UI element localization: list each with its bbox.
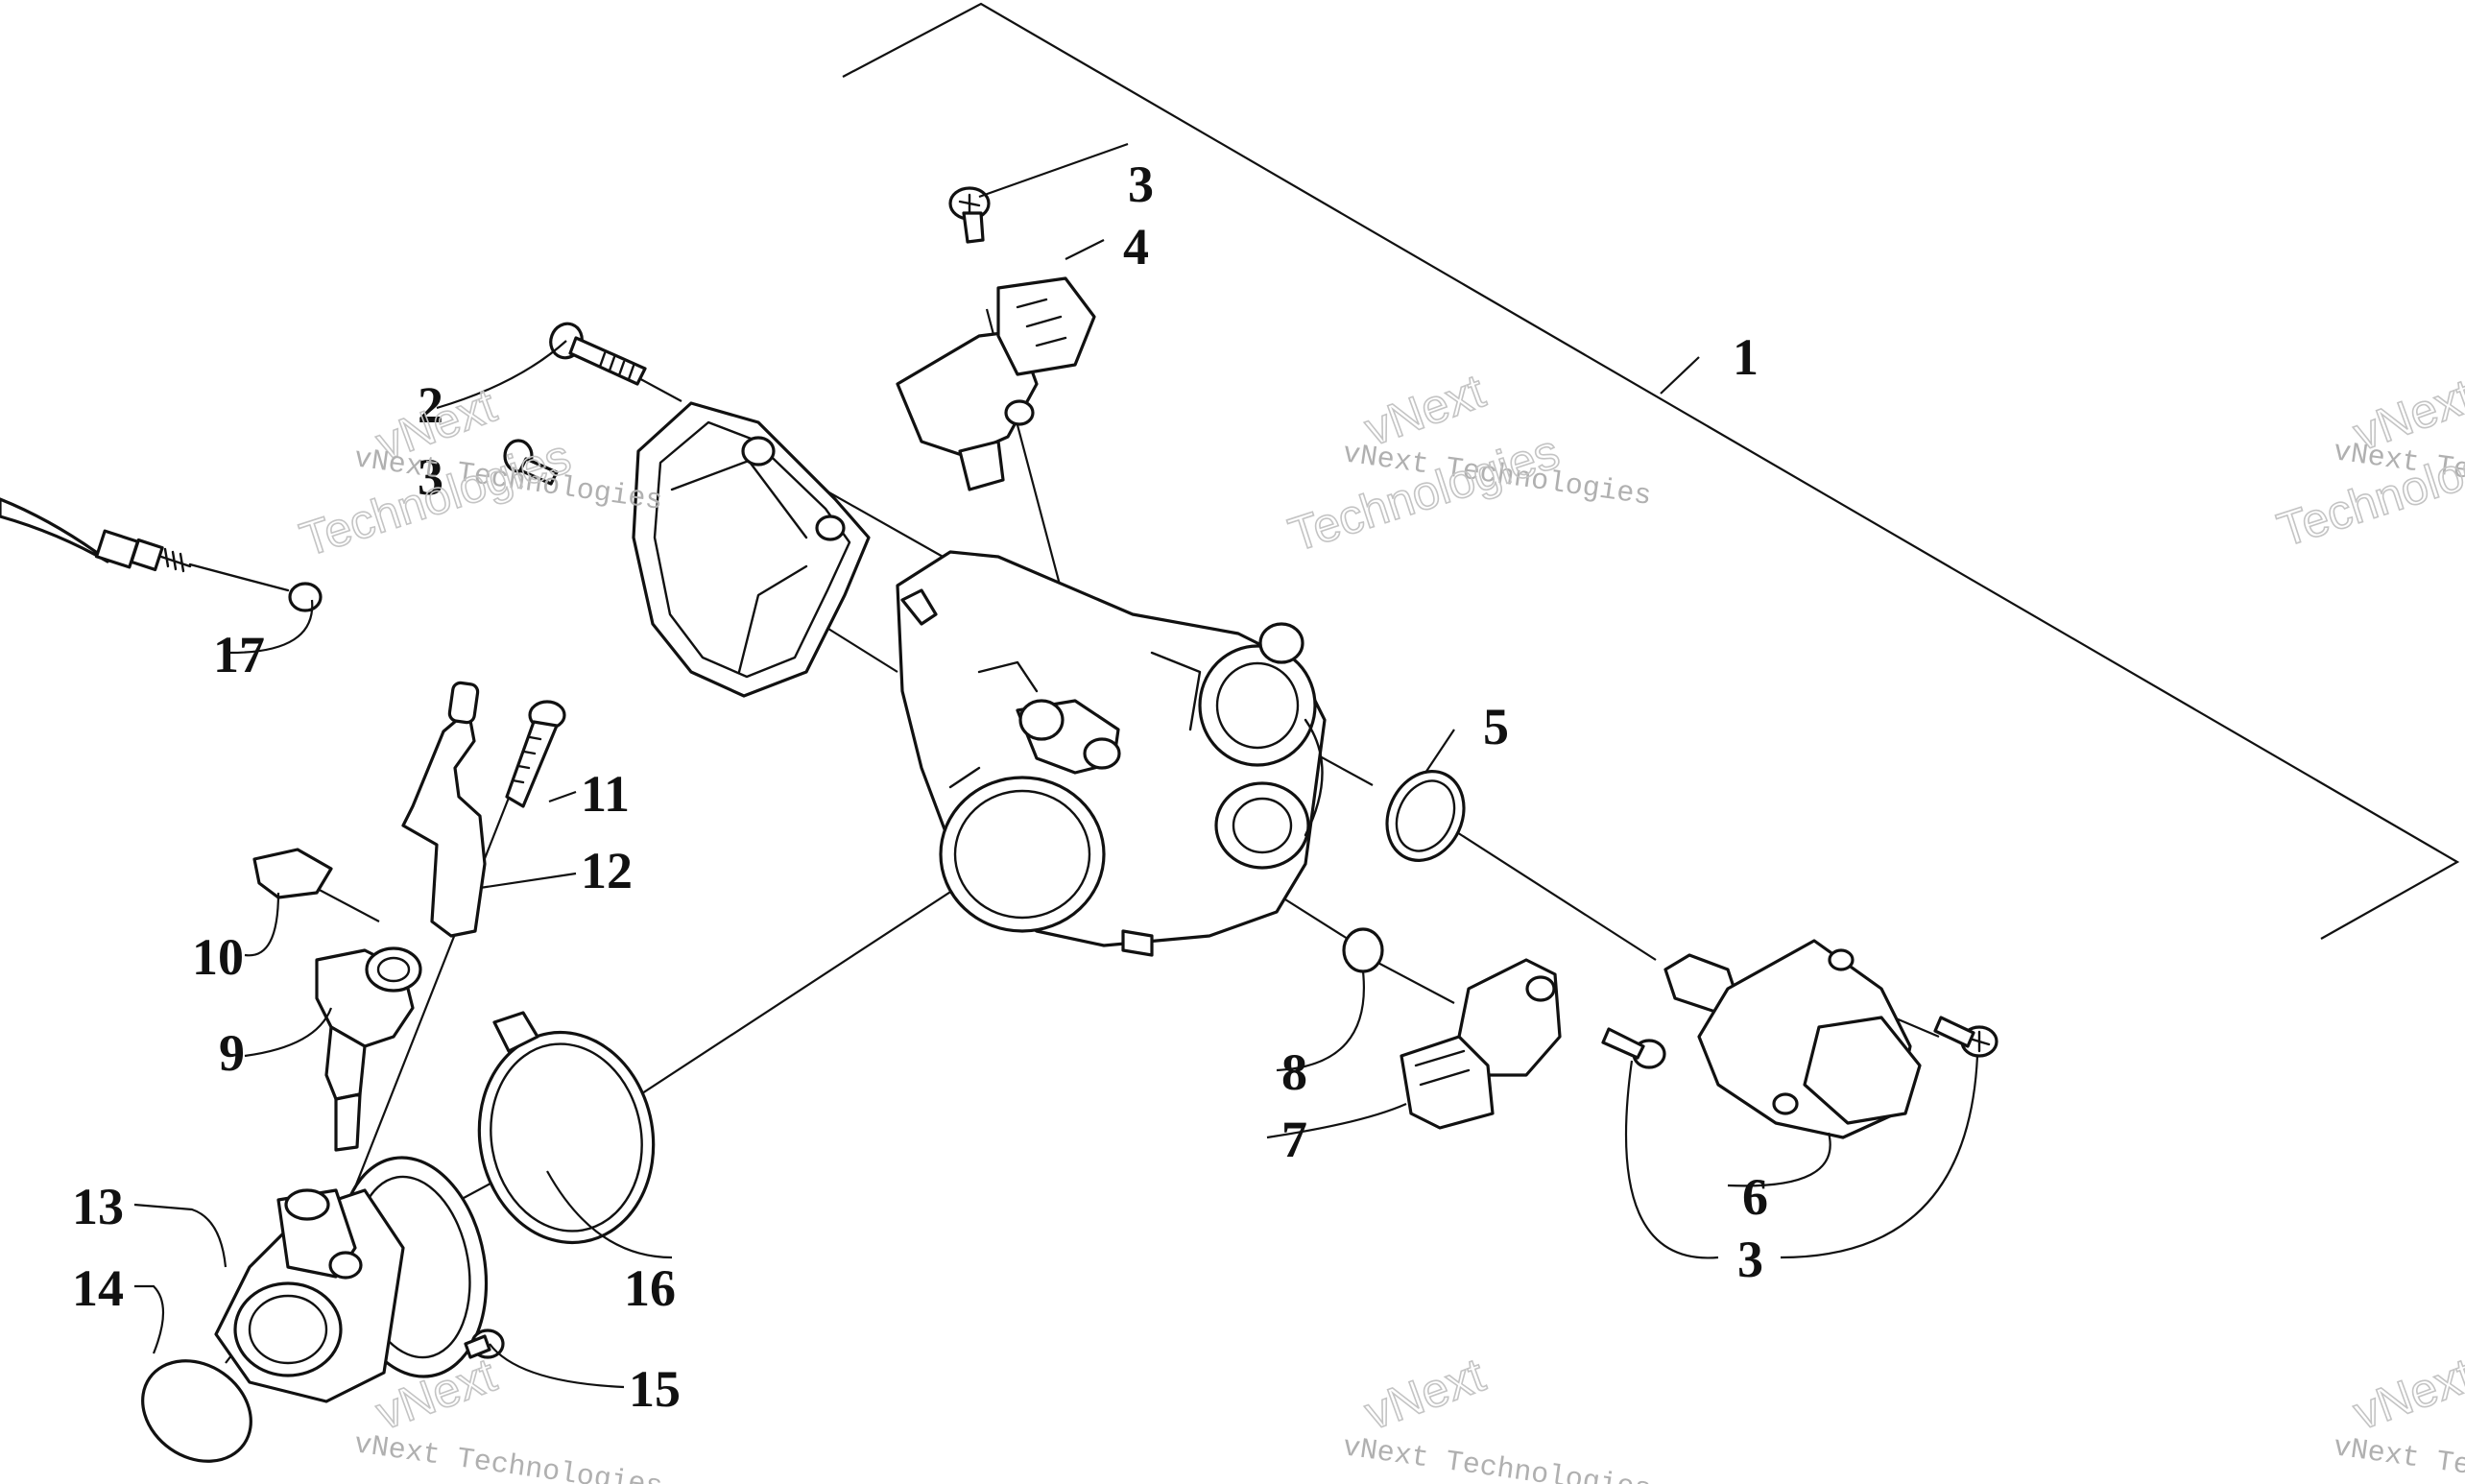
- callout-14: 14: [72, 1259, 124, 1317]
- watermarks: vNext vNext Technologies Technologies vN…: [293, 363, 2465, 1484]
- callout-4: 4: [1123, 218, 1149, 275]
- callout-10: 10: [192, 928, 244, 986]
- watermark-text: vNext Technologies: [2332, 1431, 2465, 1484]
- screw-3-right-a: [1601, 1027, 1666, 1069]
- screw-11: [505, 700, 566, 808]
- o-ring-5: [1385, 770, 1466, 862]
- callout-3-bottom: 3: [1737, 1231, 1763, 1288]
- callout-12: 12: [581, 842, 633, 899]
- hose-clamp-16: [477, 1011, 656, 1245]
- assembly-bracket: [842, 2, 2460, 940]
- leader-lines: [133, 142, 1979, 1389]
- callout-3-left: 3: [418, 448, 443, 506]
- sensor-7: [1400, 958, 1562, 1130]
- screw-3-left: [503, 439, 559, 486]
- callout-15: 15: [629, 1360, 681, 1418]
- o-ring-8: [1342, 927, 1384, 973]
- o-ring-14: [141, 1359, 252, 1463]
- watermark-text: vNext Technologies: [1341, 1431, 1654, 1484]
- tps-sensor-4: [896, 276, 1096, 491]
- callout-3-top: 3: [1128, 156, 1154, 213]
- throttle-cable: [0, 497, 323, 612]
- callout-7: 7: [1281, 1111, 1307, 1168]
- callout-13: 13: [72, 1178, 124, 1235]
- connector-10: [252, 848, 333, 899]
- callout-8: 8: [1281, 1043, 1307, 1101]
- callout-labels: 1 2 3 3 3 4 5 6 7 8 9 10 11 12 13 14 15 …: [72, 156, 1768, 1418]
- fuel-rail-12: [401, 681, 487, 938]
- iac-valve-6: [1663, 939, 1922, 1139]
- watermark-brand: vNext: [2347, 1348, 2465, 1440]
- watermark-text: vNext Technologies: [352, 1428, 665, 1484]
- callout-9: 9: [219, 1024, 245, 1082]
- watermark-brand: vNext: [1358, 1348, 1492, 1440]
- callout-16: 16: [624, 1259, 676, 1317]
- fuel-injector-9: [315, 946, 422, 1152]
- screw-3-right-b: [1933, 1016, 1998, 1058]
- throttle-body-cover: [632, 401, 871, 698]
- callout-17: 17: [213, 626, 265, 683]
- intake-manifold-13: [214, 1156, 489, 1403]
- callout-1: 1: [1733, 328, 1759, 386]
- bolt-2: [549, 322, 647, 386]
- callout-6: 6: [1742, 1168, 1768, 1226]
- callout-11: 11: [581, 765, 630, 823]
- callout-5: 5: [1483, 698, 1509, 755]
- throttle-body-main: [896, 550, 1327, 957]
- callout-2: 2: [418, 376, 443, 434]
